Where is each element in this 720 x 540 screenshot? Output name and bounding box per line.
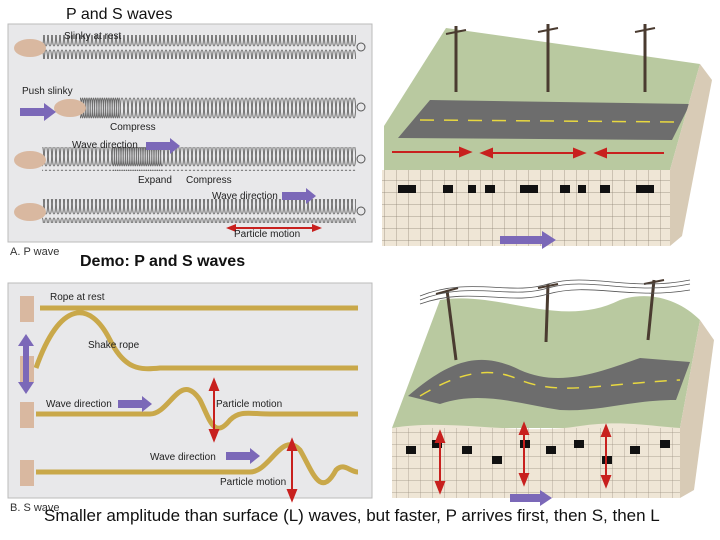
p-panel-label: A. P wave bbox=[10, 246, 59, 258]
hand-3 bbox=[14, 151, 46, 169]
p-road bbox=[398, 100, 690, 140]
s-wave-direction-label-2: Wave direction bbox=[150, 452, 216, 463]
shake-rope-label: Shake rope bbox=[88, 340, 139, 351]
s-particle-motion-label: Particle motion bbox=[216, 399, 282, 410]
hand-2 bbox=[54, 99, 86, 117]
push-slinky-label: Push slinky bbox=[22, 86, 73, 97]
s-wave-panel bbox=[8, 283, 372, 500]
slinky-pushed-coils bbox=[80, 95, 120, 119]
demo-title: Demo: P and S waves bbox=[80, 253, 245, 271]
hand-1 bbox=[14, 39, 46, 57]
s-particle-motion-label-2: Particle motion bbox=[220, 477, 286, 488]
rope-at-rest-label: Rope at rest bbox=[50, 292, 104, 303]
particle-motion-label: Particle motion bbox=[234, 229, 300, 240]
p-wave-block bbox=[382, 24, 712, 249]
p-wave-panel bbox=[8, 24, 372, 242]
wave-direction-label-2: Wave direction bbox=[212, 191, 278, 202]
caption: Smaller amplitude than surface (L) waves… bbox=[44, 506, 660, 526]
slinky-expand bbox=[42, 199, 356, 223]
s-wave-direction-label: Wave direction bbox=[46, 399, 112, 410]
expand-label: Expand bbox=[138, 175, 172, 186]
slinky-compress-3 bbox=[162, 147, 356, 171]
wave-direction-label: Wave direction bbox=[72, 140, 138, 151]
p-grass-top bbox=[384, 28, 700, 170]
hand-4 bbox=[14, 203, 46, 221]
compress-label-2: Compress bbox=[186, 175, 232, 186]
slinky-at-rest-label: Slinky at rest bbox=[64, 31, 121, 42]
page-title: P and S waves bbox=[66, 6, 172, 24]
compress-label: Compress bbox=[110, 122, 156, 133]
s-wave-block bbox=[392, 280, 714, 506]
slinky-pushed-rest bbox=[120, 95, 356, 119]
